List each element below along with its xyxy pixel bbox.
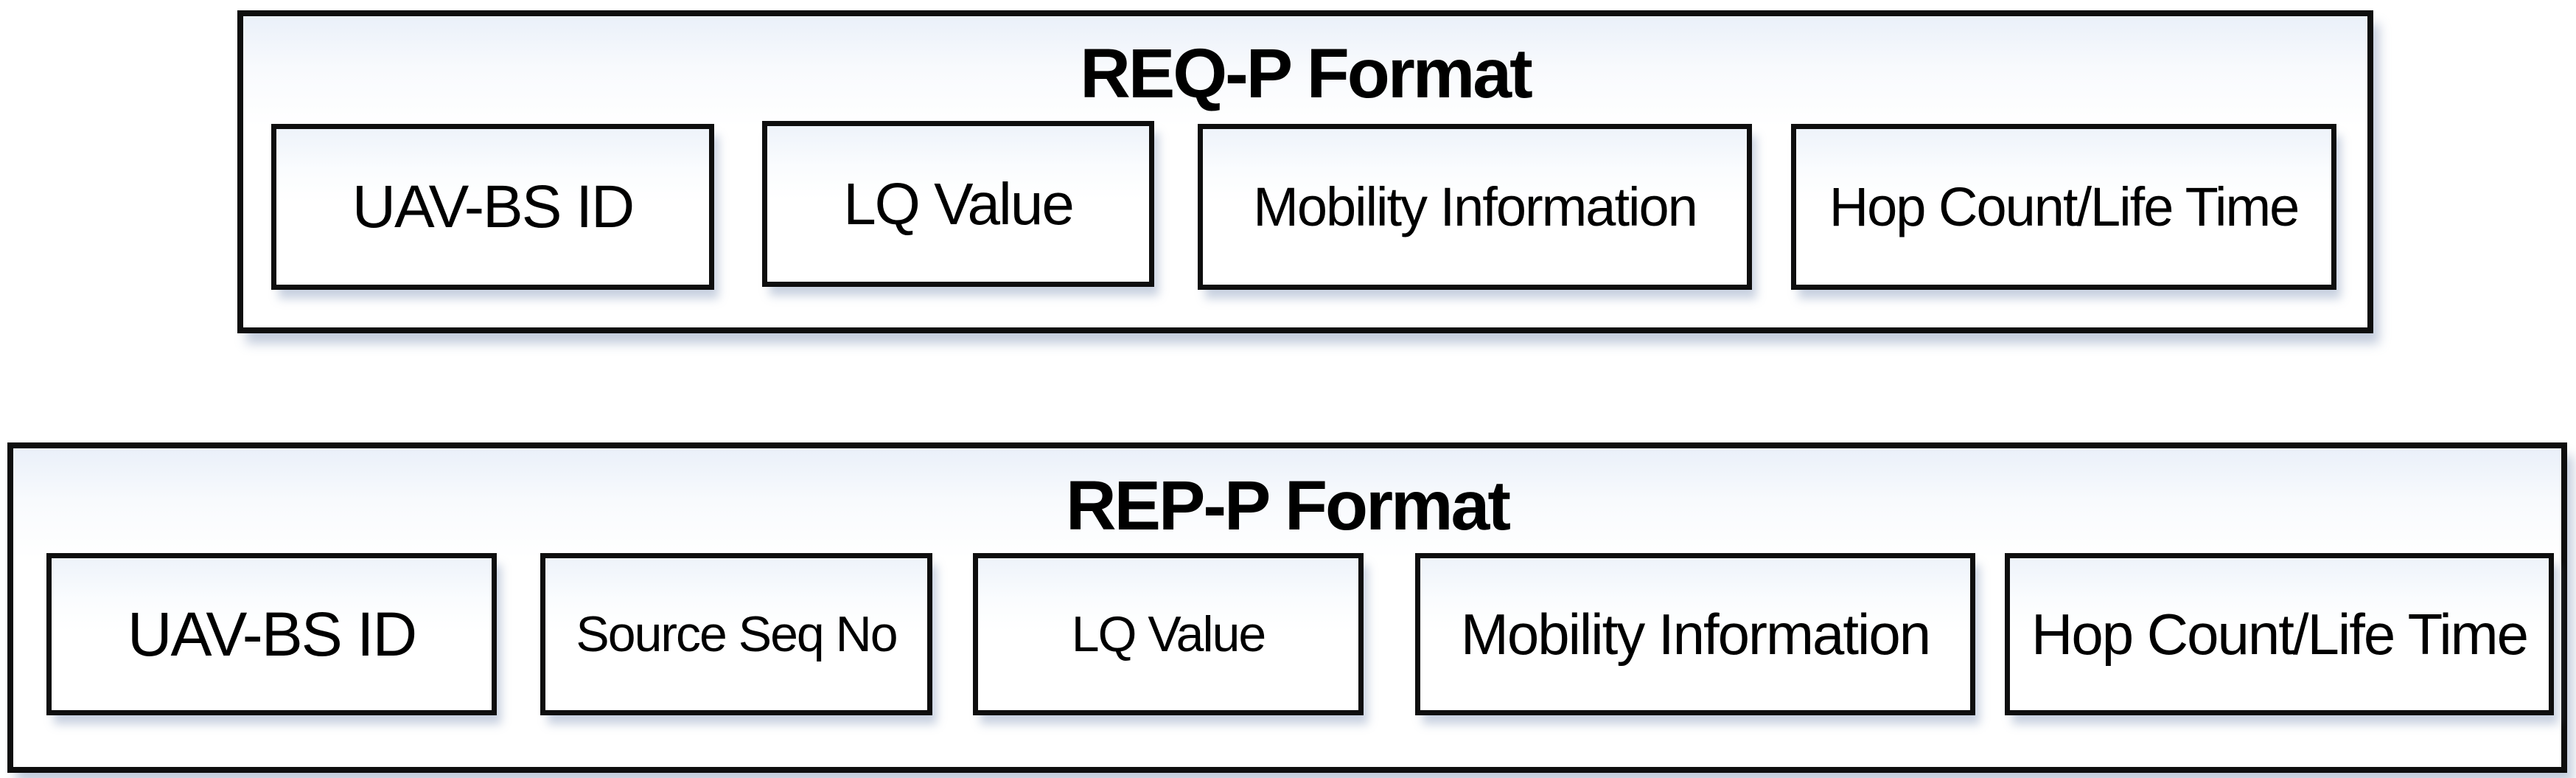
req-field-hop-count-life-time: Hop Count/Life Time: [1791, 124, 2336, 290]
req-p-format-box: REQ-P Format UAV-BS ID LQ Value Mobility…: [237, 10, 2373, 333]
rep-field-uav-bs-id: UAV-BS ID: [46, 553, 497, 715]
req-field-mobility-information: Mobility Information: [1198, 124, 1752, 290]
req-field-lq-value: LQ Value: [762, 121, 1154, 287]
rep-field-hop-count-life-time: Hop Count/Life Time: [2005, 553, 2554, 715]
rep-field-source-seq-no: Source Seq No: [540, 553, 932, 715]
req-p-title: REQ-P Format: [1080, 35, 1533, 113]
req-field-uav-bs-id: UAV-BS ID: [271, 124, 714, 290]
rep-field-mobility-information: Mobility Information: [1415, 553, 1975, 715]
rep-p-title: REP-P Format: [1066, 467, 1511, 545]
rep-p-format-box: REP-P Format UAV-BS ID Source Seq No LQ …: [7, 442, 2567, 773]
rep-field-lq-value: LQ Value: [973, 553, 1364, 715]
